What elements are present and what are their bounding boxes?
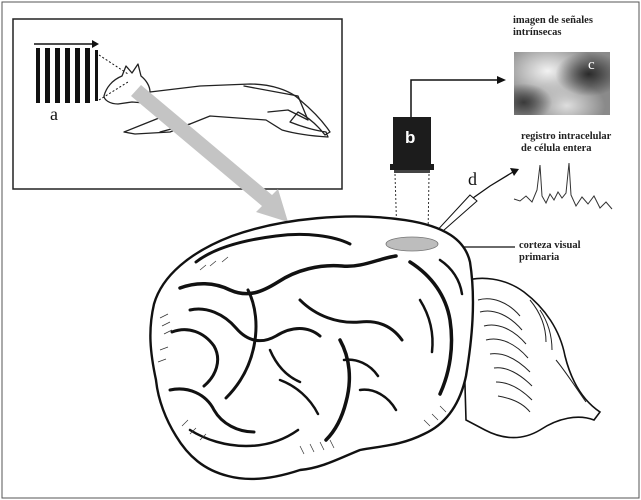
intrinsic-signal-image: [514, 52, 610, 115]
primary-visual-cortex: [386, 237, 438, 251]
recording-label-line2: de célula entera: [521, 143, 592, 154]
cortex-label-line1: corteza visual: [519, 240, 581, 251]
label-b: b: [405, 128, 415, 148]
signal-image-label-line2: intrínsecas: [513, 27, 561, 38]
recording-label-line1: registro intracelular: [521, 131, 611, 142]
label-c: c: [588, 57, 595, 74]
intracellular-trace: [514, 163, 612, 209]
label-a: a: [50, 105, 58, 123]
cortex-label-line2: primaria: [519, 252, 559, 263]
label-d: d: [468, 170, 477, 188]
signal-image-label-line1: imagen de señales: [513, 15, 593, 26]
camera-to-image-arrow: [411, 76, 506, 117]
grating-stimulus: [36, 48, 98, 103]
electrode-to-trace-arrow: [473, 168, 519, 198]
